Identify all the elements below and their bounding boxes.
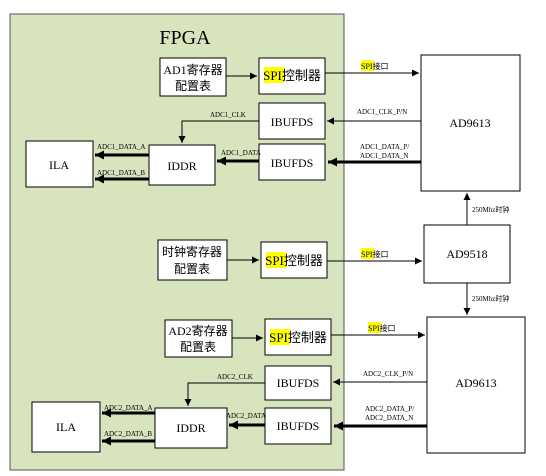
- spi-iface-clk-label: SPI接口: [361, 249, 389, 259]
- ila-1-label: ILA: [49, 158, 69, 172]
- ibufds-data-1-label: IBUFDS: [271, 156, 314, 170]
- ila-1-box: [25, 140, 94, 188]
- adc2-clk-to-iddr-arrow: [184, 382, 265, 406]
- ibufds-clk-2-label: IBUFDS: [277, 376, 320, 390]
- adc2-data-pn-line1: ADC2_DATA_P/: [365, 405, 414, 413]
- spi-iface-2-label: SPI接口: [368, 323, 396, 333]
- adc1-data-pn-line2: ADC1_DATA_N: [360, 152, 408, 160]
- ad2-reg-table-line2: 配置表: [180, 340, 216, 354]
- adc2-data-pn-line2: ADC2_DATA_N: [365, 414, 413, 422]
- ad1-reg-table-line2: 配置表: [175, 79, 211, 93]
- ibufds-clk-2-box: [264, 365, 332, 401]
- adc1-clk-label: ADC1_CLK: [210, 111, 246, 119]
- spi-iface-1-label: SPI接口: [361, 61, 389, 71]
- ibufds-clk-1-label: IBUFDS: [271, 115, 314, 129]
- ad9613-1-label: AD9613: [449, 116, 490, 130]
- ad9518-box: [423, 224, 511, 284]
- ad2-reg-table-line1: AD2寄存器: [168, 323, 227, 338]
- ad1-reg-table-line1: AD1寄存器: [163, 62, 222, 77]
- adc1-clk-pn-label: ADC1_CLK_P/N: [357, 108, 407, 116]
- spi-iface-clk-highlight: [361, 248, 374, 259]
- iddr-1-box: [148, 144, 216, 186]
- ad9613-2-box: [426, 316, 526, 454]
- adc1-data-pn-line1: ADC1_DATA_P/: [360, 143, 409, 151]
- spi-controller-2-label: SPI控制器: [269, 330, 327, 345]
- ad9518-label: AD9518: [446, 247, 487, 261]
- ibufds-data-2-label: IBUFDS: [277, 419, 320, 433]
- adc1-data-a-label: ADC1_DATA_A: [97, 143, 145, 151]
- ibufds-clk-1-box: [258, 102, 326, 140]
- ila-2-box: [31, 401, 101, 453]
- ad9613-1-box: [420, 54, 521, 192]
- iddr-1-label: IDDR: [167, 159, 196, 173]
- spi-controller-1-highlight: [264, 67, 284, 83]
- clock-reg-table-line1: 时钟寄存器: [162, 244, 222, 259]
- spi-controller-clk-highlight: [266, 252, 286, 268]
- spi-controller-clk-label: SPI控制器: [265, 253, 323, 268]
- spi-iface-2-highlight: [368, 322, 381, 333]
- clk-down-label: 250Mhz时钟: [472, 294, 509, 303]
- adc1-data-label: ADC1_DATA: [221, 149, 261, 157]
- iddr-2-label: IDDR: [176, 421, 205, 435]
- adc2-data-label: ADC2_DATA: [226, 412, 266, 420]
- spi-iface-1-highlight: [361, 60, 374, 71]
- ila-2-label: ILA: [56, 420, 76, 434]
- adc2-clk-label: ADC2_CLK: [217, 373, 253, 381]
- spi-controller-1-label: SPI控制器: [263, 68, 321, 83]
- adc1-clk-to-iddr-arrow: [178, 120, 259, 143]
- ad1-reg-table-box: [159, 57, 227, 97]
- ad9613-2-label: AD9613: [455, 376, 496, 390]
- adc1-data-b-label: ADC1_DATA_B: [97, 169, 145, 177]
- adc2-data-a-label: ADC2_DATA_A: [104, 404, 152, 412]
- iddr-2-box: [154, 407, 228, 449]
- clock-reg-table-box: [157, 239, 228, 281]
- ibufds-data-1-box: [258, 143, 326, 181]
- ibufds-data-2-box: [264, 407, 332, 445]
- clock-reg-table-line2: 配置表: [174, 262, 210, 276]
- adc2-data-b-label: ADC2_DATA_B: [104, 430, 152, 438]
- spi-controller-2-highlight: [270, 329, 290, 345]
- fpga-label: FPGA: [159, 27, 211, 49]
- ad2-reg-table-box: [164, 319, 233, 358]
- clk-up-label: 250Mhz时钟: [472, 205, 509, 214]
- adc2-clk-pn-label: ADC2_CLK_P/N: [363, 370, 413, 378]
